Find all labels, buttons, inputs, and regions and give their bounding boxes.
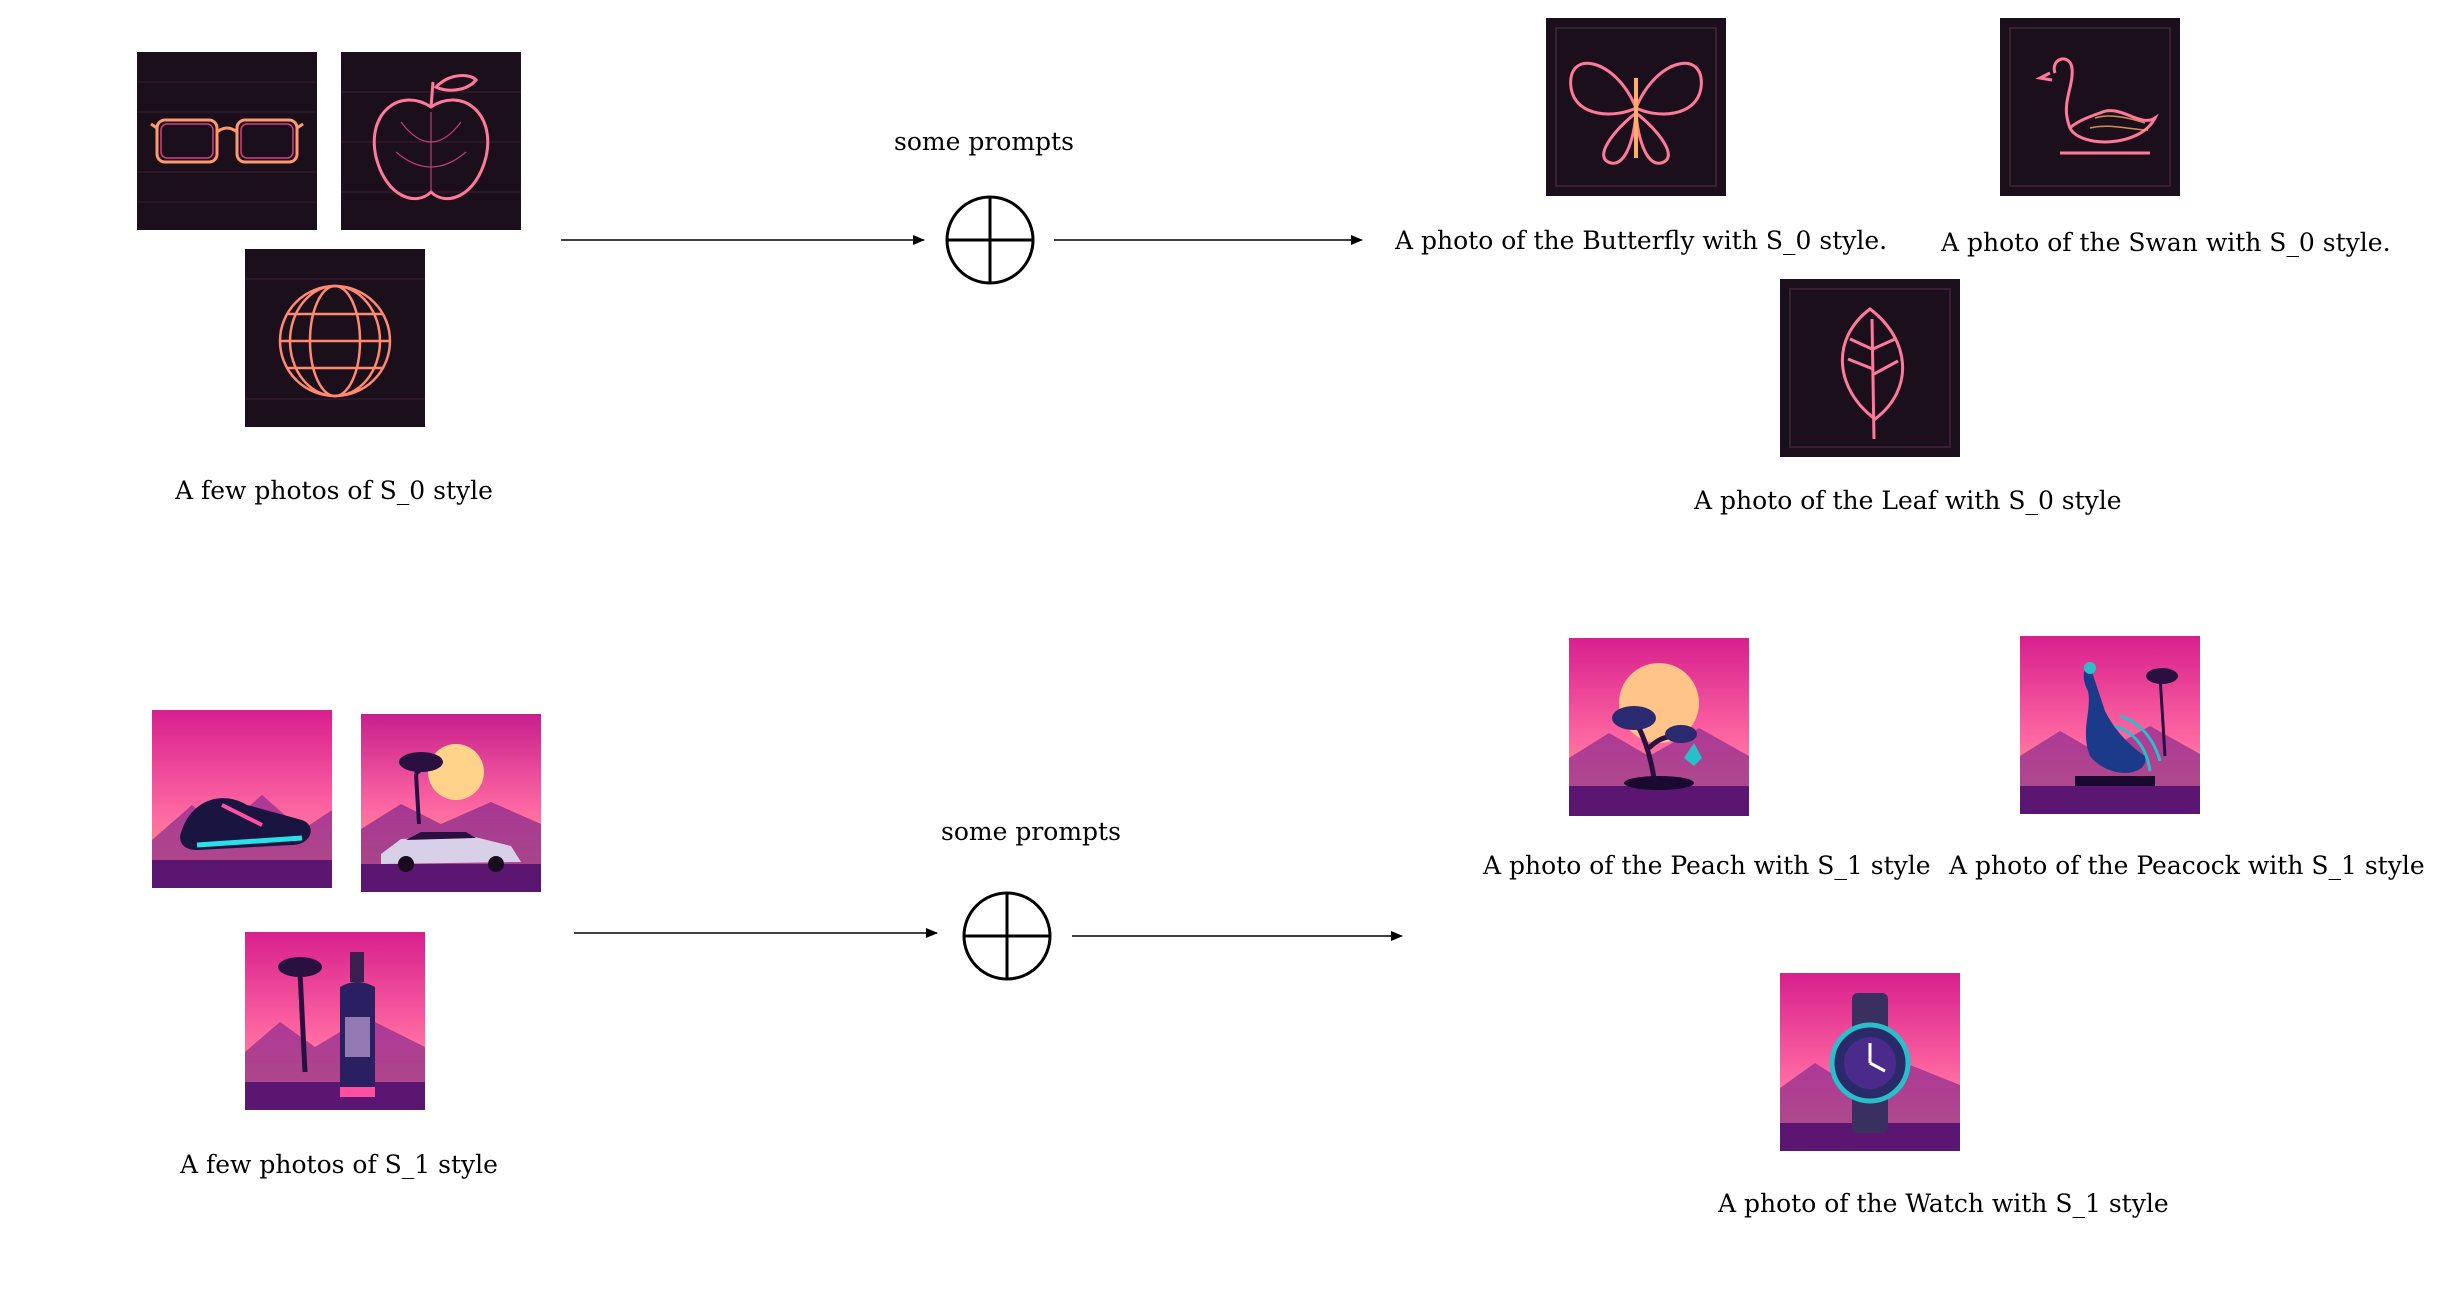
synthwave-peacock-icon xyxy=(2020,636,2200,814)
synthwave-peach-tree-icon xyxy=(1569,638,1749,816)
synthwave-watch-icon xyxy=(1780,973,1960,1151)
output-caption-leaf: A photo of the Leaf with S_0 style xyxy=(1694,486,2122,515)
operator-label: some prompts xyxy=(894,127,1074,156)
circled-plus-operator xyxy=(962,891,1052,981)
circled-plus-operator xyxy=(945,195,1035,285)
output-caption-swan: A photo of the Swan with S_0 style. xyxy=(1941,228,2391,257)
input-image-car xyxy=(361,714,541,892)
output-image-peach xyxy=(1569,638,1749,816)
neon-leaf-icon xyxy=(1780,279,1960,457)
output-caption-butterfly: A photo of the Butterfly with S_0 style. xyxy=(1395,226,1888,255)
input-image-apple xyxy=(341,52,521,230)
neon-glasses-icon xyxy=(137,52,317,230)
output-caption-watch: A photo of the Watch with S_1 style xyxy=(1718,1189,2169,1218)
neon-sphere-icon xyxy=(245,249,425,427)
output-caption-peach: A photo of the Peach with S_1 style xyxy=(1483,851,1931,880)
input-image-sphere xyxy=(245,249,425,427)
operator-label: some prompts xyxy=(941,817,1121,846)
output-image-leaf xyxy=(1780,279,1960,457)
synthwave-bottle-icon xyxy=(245,932,425,1110)
inputs-caption: A few photos of S_0 style xyxy=(175,476,493,505)
input-image-bottle xyxy=(245,932,425,1110)
output-image-watch xyxy=(1780,973,1960,1151)
inputs-caption: A few photos of S_1 style xyxy=(180,1150,498,1179)
neon-apple-icon xyxy=(341,52,521,230)
output-image-butterfly xyxy=(1546,18,1726,196)
output-image-peacock xyxy=(2020,636,2200,814)
input-image-sneaker xyxy=(152,710,332,888)
neon-butterfly-icon xyxy=(1546,18,1726,196)
output-caption-peacock: A photo of the Peacock with S_1 style xyxy=(1949,851,2425,880)
neon-swan-icon xyxy=(2000,18,2180,196)
input-image-glasses xyxy=(137,52,317,230)
synthwave-car-icon xyxy=(361,714,541,892)
output-image-swan xyxy=(2000,18,2180,196)
synthwave-sneaker-icon xyxy=(152,710,332,888)
